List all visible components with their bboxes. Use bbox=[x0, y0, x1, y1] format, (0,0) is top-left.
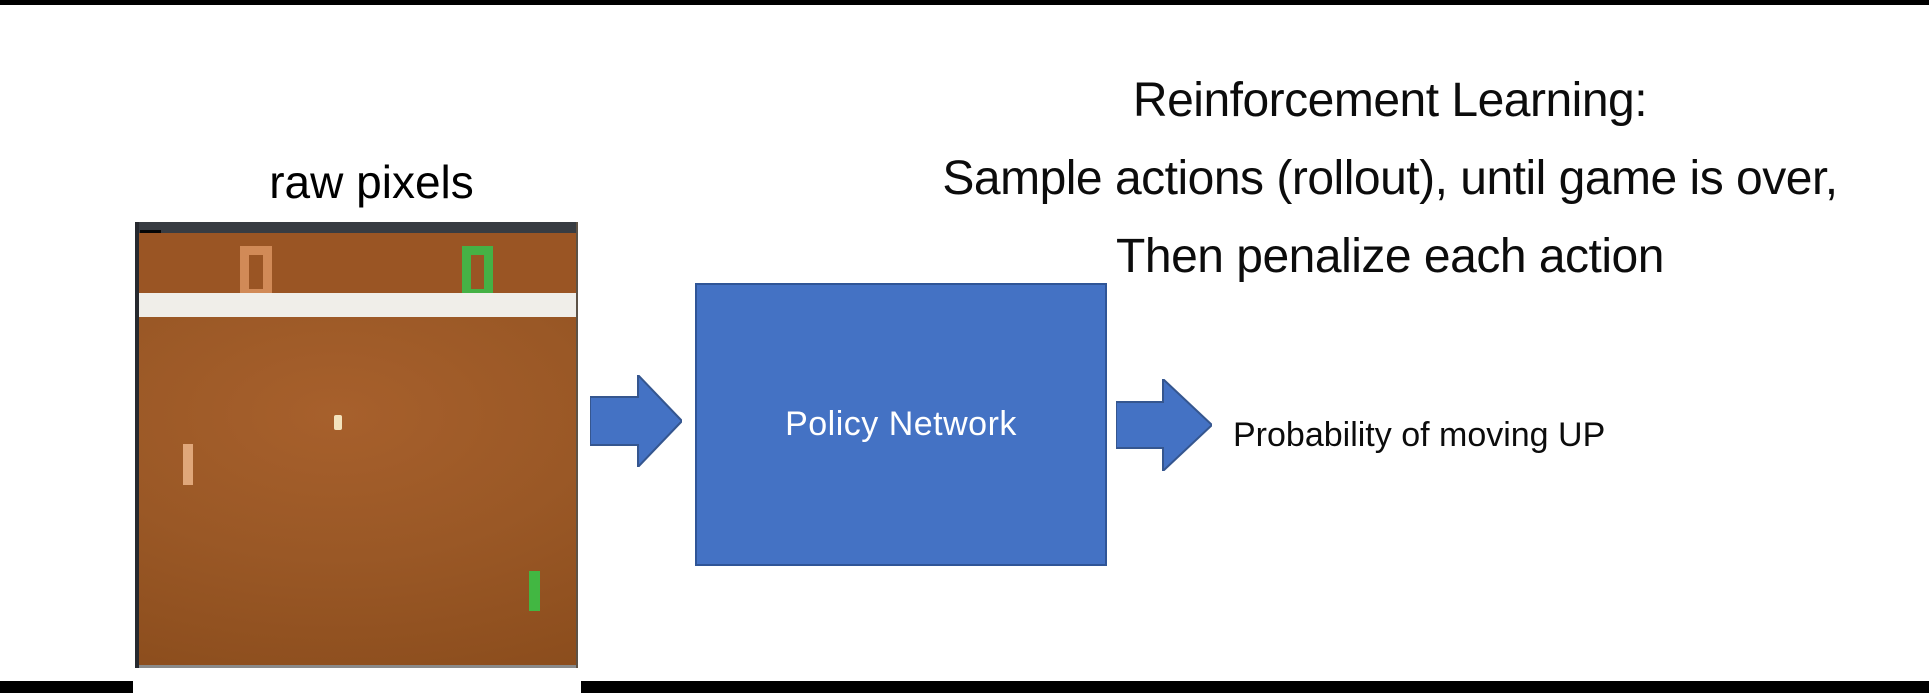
title-line-2: Sample actions (rollout), until game is … bbox=[942, 152, 1838, 205]
policy-network-box: Policy Network bbox=[695, 283, 1107, 566]
output-probability-label: Probability of moving UP bbox=[1233, 416, 1606, 454]
pong-score-band bbox=[139, 233, 576, 298]
title-line-1: Reinforcement Learning: bbox=[1132, 74, 1648, 127]
raw-pixels-label: raw pixels bbox=[269, 156, 474, 208]
title-line-3: Then penalize each action bbox=[1116, 230, 1664, 283]
pong-header-bar bbox=[139, 222, 576, 233]
bottom-edge-bar-right bbox=[581, 681, 1929, 693]
pong-playfield bbox=[139, 317, 576, 665]
pong-divider-line bbox=[139, 293, 576, 317]
output-arrow-icon bbox=[1116, 379, 1212, 471]
pong-bottom-edge bbox=[139, 665, 576, 668]
pong-right-paddle bbox=[529, 571, 540, 611]
pong-left-paddle bbox=[183, 444, 193, 485]
top-edge-bar bbox=[0, 0, 1929, 5]
bottom-edge-bar-left bbox=[0, 681, 133, 693]
slide-title: Reinforcement Learning: Sample actions (… bbox=[840, 62, 1929, 296]
pong-ball bbox=[334, 415, 342, 430]
policy-network-label: Policy Network bbox=[785, 405, 1017, 443]
pong-screenshot bbox=[135, 222, 578, 668]
pong-left-score-digit bbox=[240, 246, 272, 298]
pong-right-score-digit bbox=[462, 246, 493, 298]
input-arrow-icon bbox=[590, 375, 682, 467]
